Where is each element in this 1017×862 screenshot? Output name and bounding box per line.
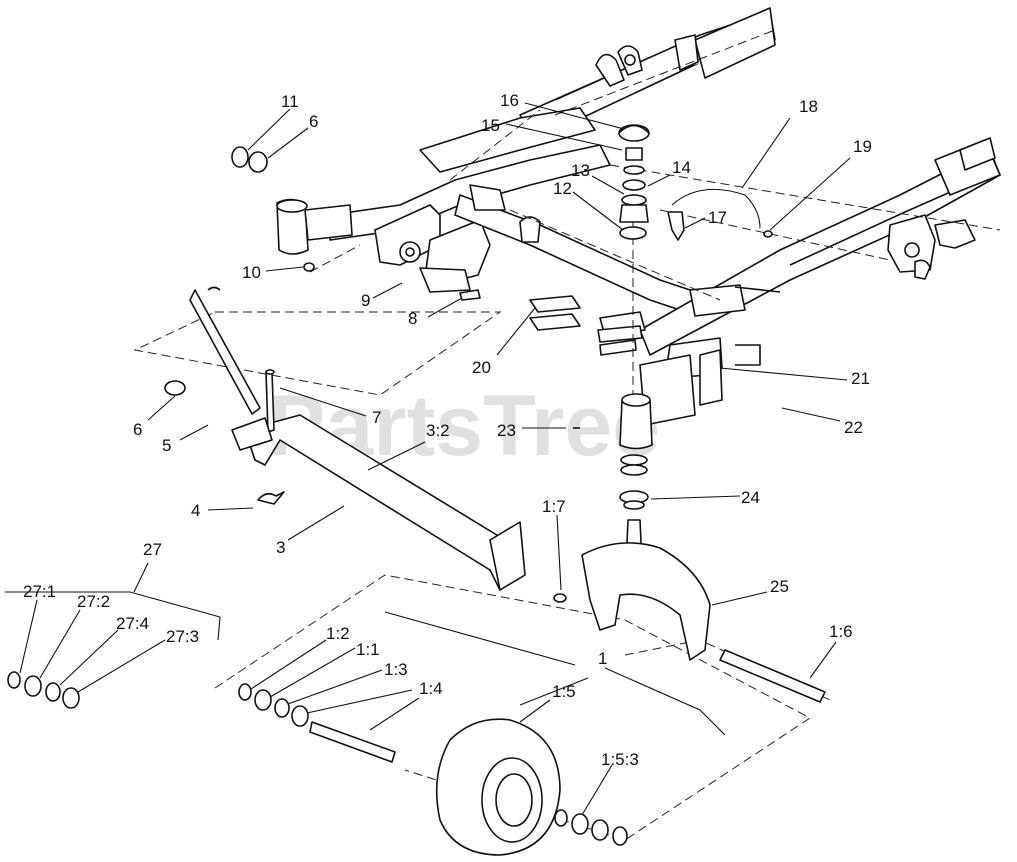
callout-27-2: 27:2 [77,592,110,611]
upper-bushings [231,146,481,301]
callout-27-1: 27:1 [23,582,56,601]
axle-1-6 [719,649,826,703]
callout-17: 17 [708,208,727,227]
callout-3-2: 3:2 [426,421,450,440]
callout-11: 11 [281,92,299,111]
callout-6-lower: 6 [133,420,142,439]
callout-12: 12 [553,179,572,198]
callout-13: 13 [571,161,590,180]
callout-1-5: 1:5 [552,682,576,701]
callout-22: 22 [844,418,863,437]
callout-5: 5 [162,436,171,455]
callout-7: 7 [372,408,381,427]
callout-6-upper: 6 [309,112,318,131]
callout-27-3: 27:3 [166,627,199,646]
safety-pin [667,188,773,241]
callout-8: 8 [408,309,417,328]
callout-15: 15 [481,116,500,135]
callout-21: 21 [851,369,870,388]
callout-25: 25 [770,577,789,596]
callout-16: 16 [500,91,519,110]
callout-1: 1 [598,649,607,668]
callout-23: 23 [497,421,516,440]
callout-20: 20 [472,358,491,377]
callout-19: 19 [853,137,872,156]
callout-1-2: 1:2 [326,624,350,643]
callout-24: 24 [741,488,760,507]
caster-wheel [309,718,561,856]
callout-10: 10 [242,263,261,282]
pad [529,295,581,331]
callout-27: 27 [143,540,162,559]
callout-9: 9 [361,291,370,310]
callout-labels: 11 6 10 9 8 16 15 13 12 14 17 18 19 20 2… [23,91,872,769]
bearing-kit-27 [7,671,80,709]
callout-4: 4 [191,501,200,520]
callout-14: 14 [672,158,691,177]
callout-27-4: 27:4 [116,614,149,633]
callout-1-7: 1:7 [542,497,566,516]
mower-frame [276,7,1001,426]
callout-1-1: 1:1 [356,640,380,659]
caster-fork-tube [573,286,781,510]
wheel-bearings [238,683,628,846]
callout-1-4: 1:4 [419,679,443,698]
caster-fork [553,519,711,661]
caster-arm [164,286,526,591]
callout-1-6: 1:6 [829,622,853,641]
callout-1-5-3: 1:5:3 [601,750,639,769]
leader-lines [5,102,851,816]
callout-1-3: 1:3 [384,660,408,679]
spindle-stack [618,124,650,240]
callout-18: 18 [799,97,818,116]
callout-3: 3 [276,538,285,557]
